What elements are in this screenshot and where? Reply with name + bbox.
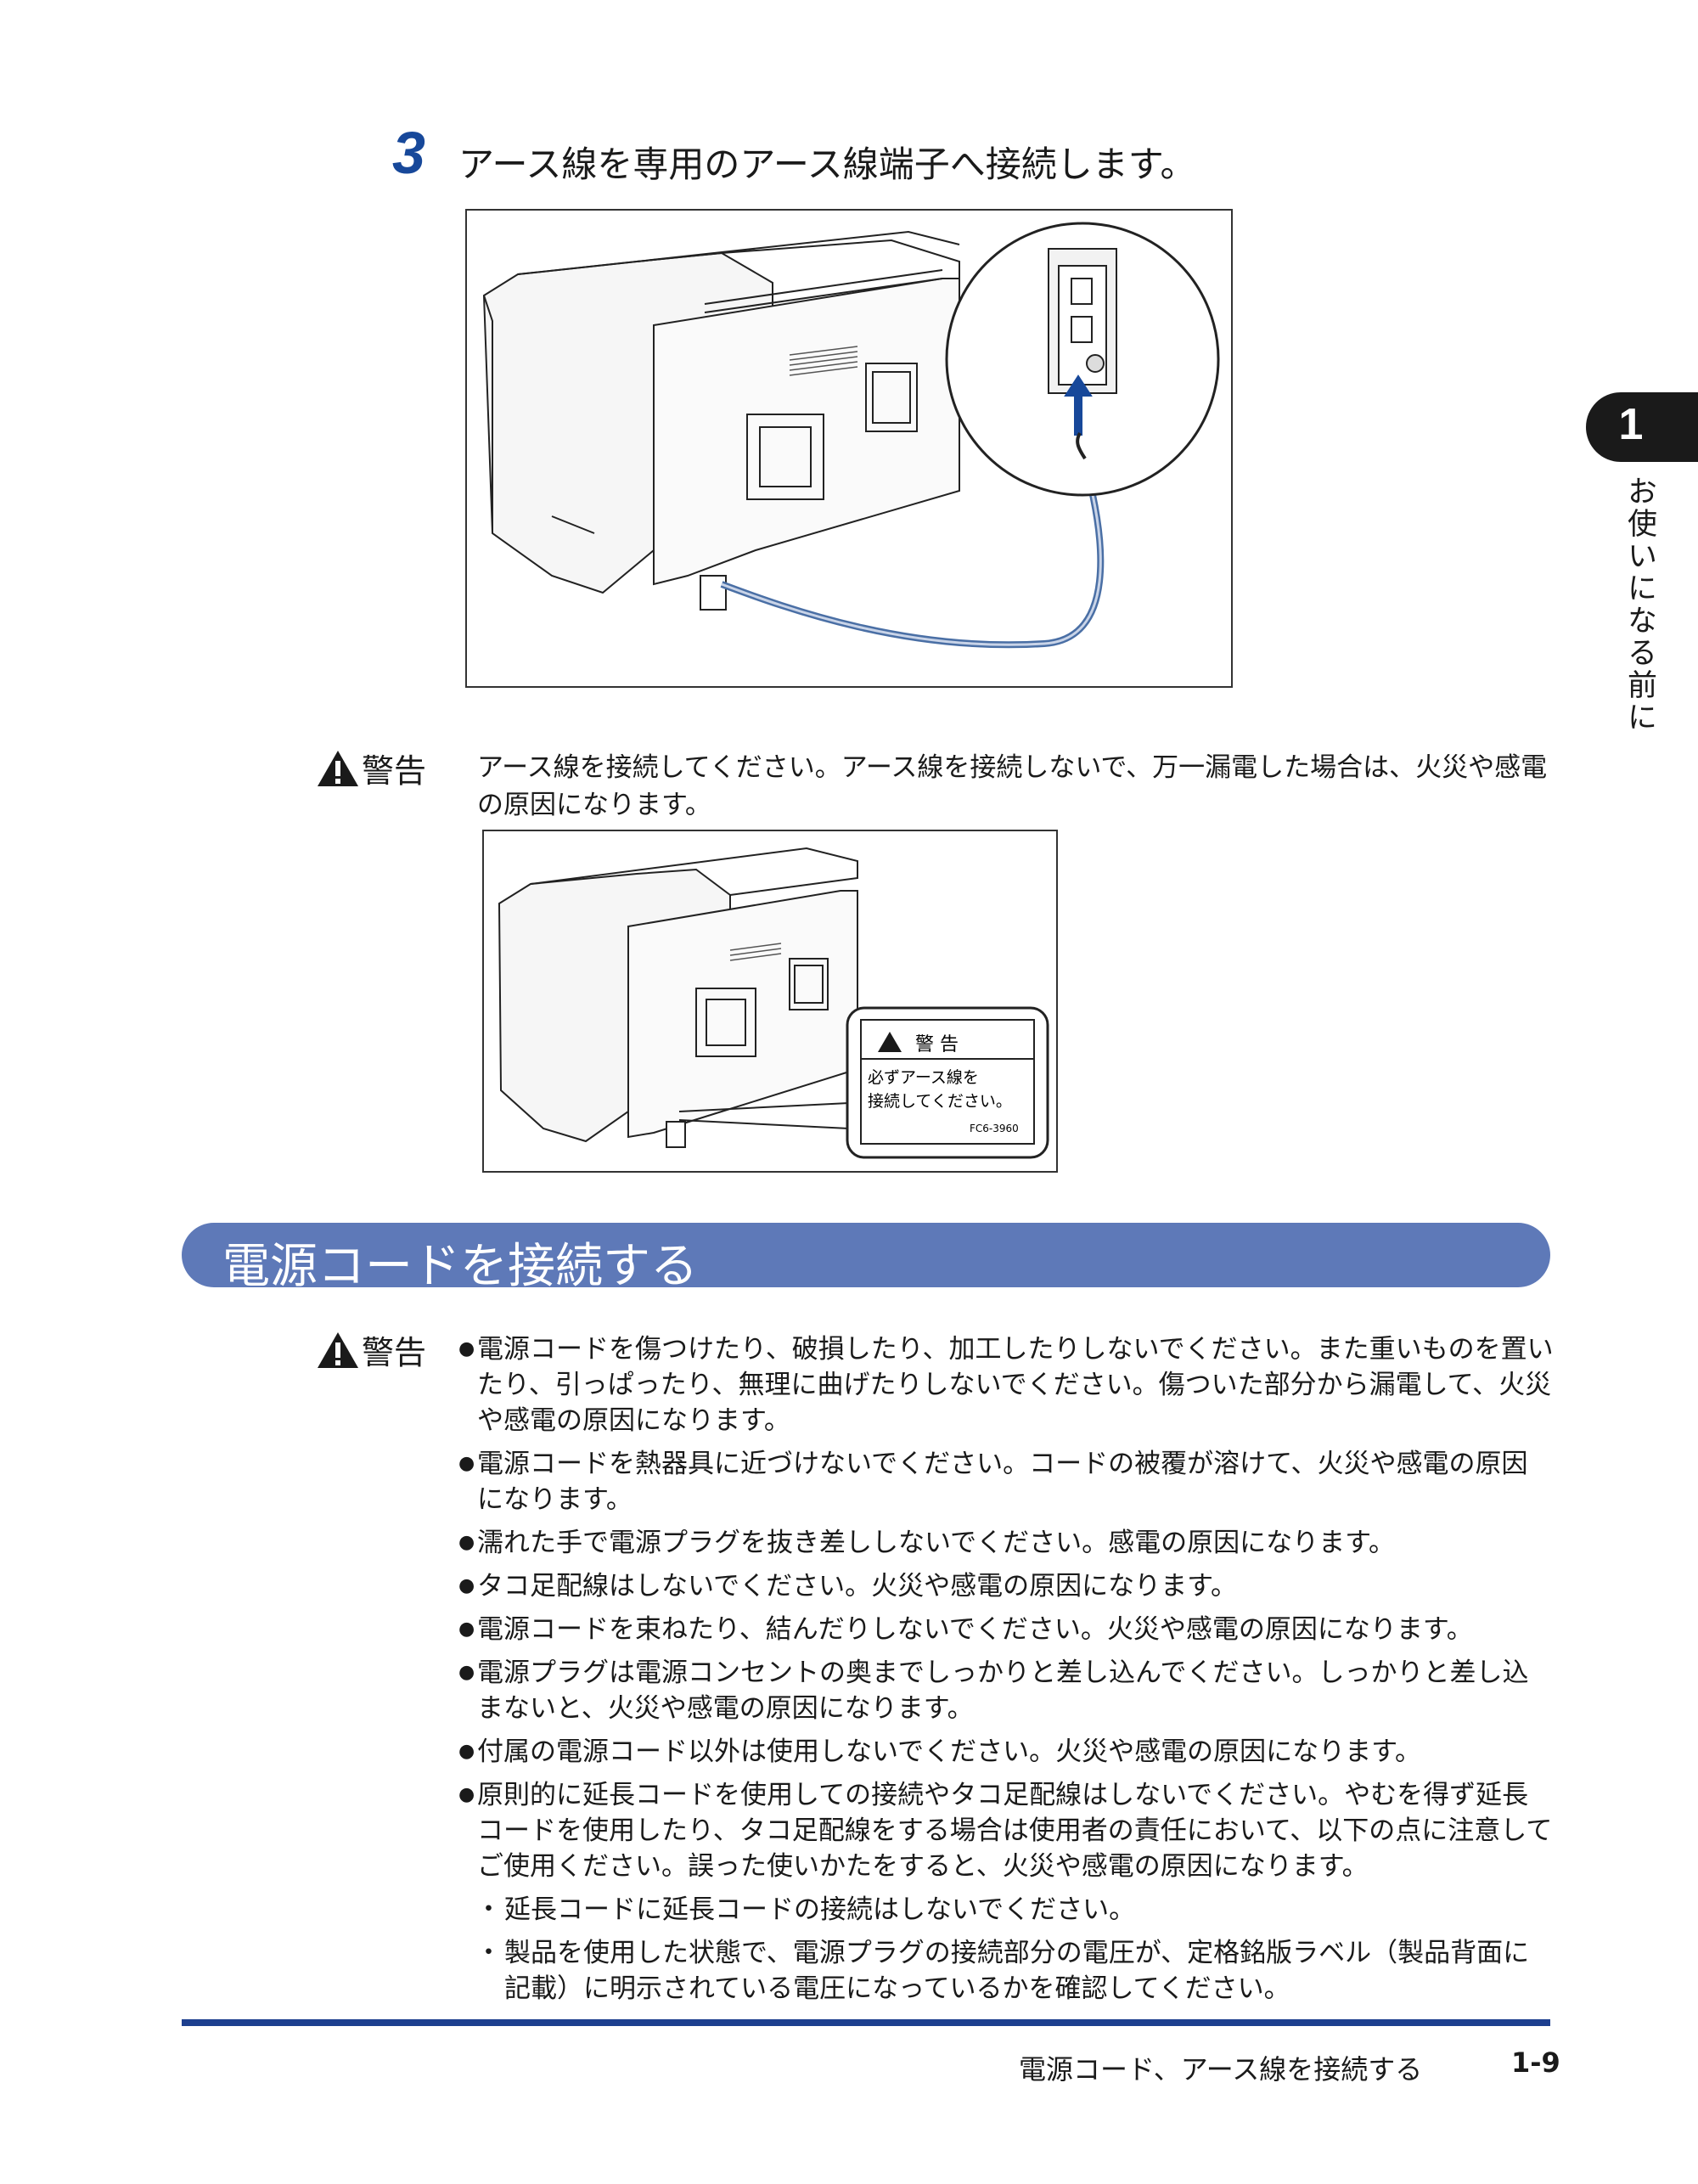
label-title: 警 告 [915,1034,959,1055]
warning-text: アース線を接続してください。アース線を接続しないで、万一漏電した場合は、火災や感… [477,752,1548,820]
chapter-number: 1 [1618,400,1644,449]
warning-icon [318,750,358,786]
warning-label: 警告 [316,745,426,791]
warning-label-text: 警告 [362,1334,427,1371]
section-title: 電源コードを接続する [222,1239,698,1294]
warning-icon [318,1331,358,1368]
label-code: FC6-3960 [970,1123,1019,1134]
page-number: 1-9 [1511,2046,1560,2079]
chapter-tab [1586,392,1698,462]
list-item: ●電源コードを傷つけたり、破損したり、加工したりしないでください。また重いものを… [458,1334,1554,1436]
footer-title: 電源コード、アース線を接続する [1019,2053,1423,2085]
printer-ground-wire-illustration [465,209,1233,688]
warning-label: 警告 [316,1326,426,1373]
chapter-title: お使いになる前に [1622,476,1656,734]
list-item: ●タコ足配線はしないでください。火災や感電の原因になります。 [458,1571,1237,1601]
warning-bullet-list: ●電源コードを傷つけたり、破損したり、加工したりしないでください。また重いものを… [458,1331,1554,2014]
warning-label-text: 警告 [362,752,427,790]
step-instruction: アース線を専用のアース線端子へ接続します。 [458,144,1196,185]
list-item: ●電源コードを熱器具に近づけないでください。コードの被覆が溶けて、火災や感電の原… [458,1449,1528,1515]
list-item: ●電源プラグは電源コンセントの奥までしっかりと差し込んでください。しっかりと差し… [458,1658,1529,1724]
footer-rule [182,2019,1550,2026]
label-line-2: 接続してください。 [868,1092,1012,1111]
sub-list-item: ・延長コードに延長コードの接続はしないでください。 [475,1894,1136,1925]
list-item: ●付属の電源コード以外は使用しないでください。火災や感電の原因になります。 [458,1737,1421,1767]
step-number: 3 [392,120,425,186]
list-item: ●濡れた手で電源プラグを抜き差ししないでください。感電の原因になります。 [458,1528,1395,1558]
label-line-1: 必ずアース線を [868,1068,979,1087]
sub-list-item: ・製品を使用した状態で、電源プラグの接続部分の電圧が、定格銘版ラベル（製品背面に… [475,1938,1530,2004]
list-item: ●原則的に延長コードを使用しての接続やタコ足配線はしないでください。やむを得ず延… [458,1780,1553,1882]
printer-warning-label-illustration: 警 告 必ずアース線を 接続してください。 FC6-3960 [482,830,1058,1173]
list-item: ●電源コードを束ねたり、結んだりしないでください。火災や感電の原因になります。 [458,1614,1473,1645]
section-banner [182,1223,1550,1287]
